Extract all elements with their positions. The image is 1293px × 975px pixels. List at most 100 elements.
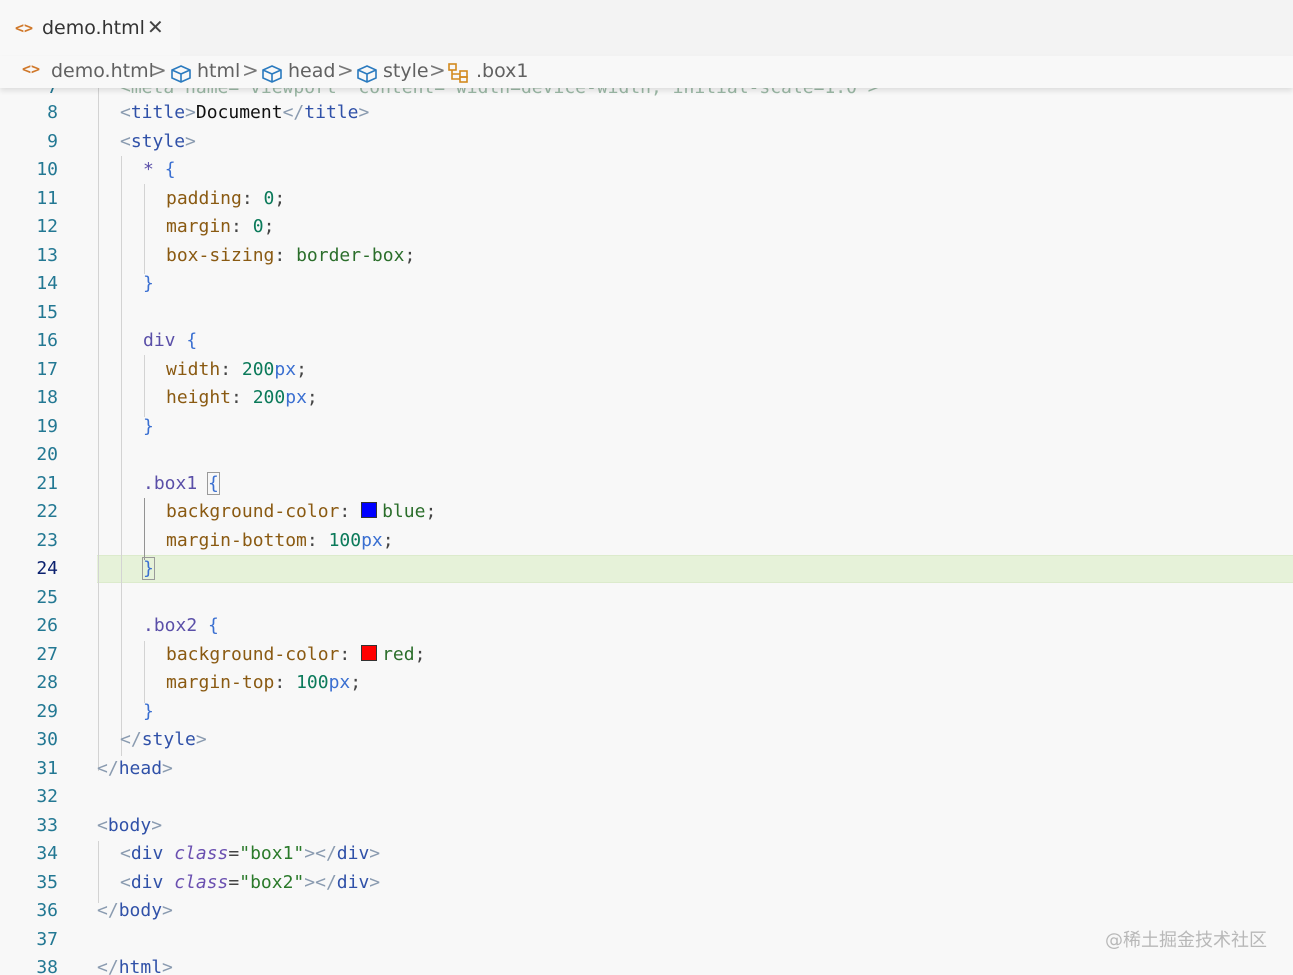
code-text: <div class="box2"></div> (120, 871, 381, 893)
line-number: 23 (36, 529, 58, 551)
line-number: 24 (36, 558, 58, 579)
code-line: 32 (0, 783, 1293, 812)
line-number: 28 (36, 672, 58, 693)
line-number: 17 (36, 358, 58, 380)
html-file-icon: <> (15, 19, 34, 37)
code-line: 33 <body> (0, 812, 1293, 841)
line-number: 38 (36, 957, 58, 975)
code-line: 11 padding: 0; (0, 185, 1293, 214)
watermark: @稀土掘金技术社区 (1105, 930, 1267, 951)
code-line: 36 </body> (0, 897, 1293, 926)
code-editor[interactable]: 7 <meta name="viewport" content="width=d… (0, 88, 1293, 975)
code-line: 38 </html> (0, 954, 1293, 975)
breadcrumb-label: .box1 (476, 60, 529, 82)
css-selector-icon (448, 63, 468, 83)
line-number: 26 (36, 615, 58, 636)
cube-icon (357, 65, 377, 83)
line-number: 8 (47, 102, 58, 123)
code-text: </html> (97, 957, 173, 975)
close-icon[interactable]: ✕ (147, 15, 164, 39)
breadcrumb-label: style (383, 60, 429, 82)
code-text: margin: 0; (166, 216, 275, 237)
html-file-icon: <> (22, 60, 41, 78)
breadcrumb-separator: > (150, 58, 167, 82)
indent-guide (98, 841, 99, 903)
indent-guide (98, 88, 99, 771)
line-number: 35 (36, 871, 58, 893)
code-text: <title>Document</title> (120, 102, 370, 123)
line-number: 30 (36, 729, 58, 750)
code-text: <style> (120, 130, 196, 152)
line-number: 15 (36, 301, 58, 323)
code-line: 14 } (0, 270, 1293, 299)
indent-guide (144, 355, 145, 417)
code-line: 20 (0, 441, 1293, 470)
line-number: 12 (36, 216, 58, 237)
line-number: 27 (36, 643, 58, 665)
line-number: 9 (47, 130, 58, 152)
breadcrumb: <> demo.html > html > head > style > .bo… (0, 56, 1293, 88)
indent-guide (144, 641, 145, 703)
code-text: div { (143, 330, 198, 351)
line-number: 29 (36, 700, 58, 722)
code-text: * { (143, 159, 176, 180)
code-line: 18 height: 200px; (0, 384, 1293, 413)
color-swatch[interactable] (361, 644, 378, 661)
code-line: 26 .box2 { (0, 612, 1293, 641)
tab-demo-html[interactable]: <> demo.html ✕ (0, 0, 180, 56)
code-text: } (143, 415, 154, 437)
code-text: .box2 { (143, 615, 219, 636)
line-number: 25 (36, 586, 58, 608)
cube-icon (171, 65, 191, 83)
color-swatch[interactable] (361, 502, 378, 518)
line-number: 13 (36, 244, 58, 266)
code-line: 25 (0, 584, 1293, 613)
line-number: 20 (36, 444, 58, 465)
code-line: 37 (0, 926, 1293, 955)
line-number: 14 (36, 273, 58, 294)
code-text: margin-top: 100px; (166, 672, 362, 693)
code-line: 15 (0, 299, 1293, 328)
line-number: 7 (0, 88, 58, 102)
line-number: 34 (36, 843, 58, 864)
line-number: 18 (36, 387, 58, 408)
line-number: 32 (36, 786, 58, 807)
code-text: <div class="box1"></div> (120, 843, 381, 864)
code-text: background-color: red; (166, 643, 426, 665)
breadcrumb-label: html (197, 60, 241, 82)
code-line: 8 <title>Document</title> (0, 99, 1293, 128)
code-line: 13 box-sizing: border-box; (0, 242, 1293, 271)
breadcrumb-label: head (288, 60, 336, 82)
code-line-active: 24 } (0, 555, 1293, 584)
indent-guide (121, 156, 122, 756)
code-text: width: 200px; (166, 358, 307, 380)
code-line: 28 margin-top: 100px; (0, 669, 1293, 698)
code-text: <body> (97, 814, 163, 836)
code-line: 9 <style> (0, 128, 1293, 157)
breadcrumb-separator: > (242, 58, 259, 82)
line-number: 36 (36, 900, 58, 921)
code-text: </body> (97, 900, 173, 921)
code-line: 35 <div class="box2"></div> (0, 869, 1293, 898)
code-line: 22 background-color: blue; (0, 498, 1293, 527)
code-line: 12 margin: 0; (0, 213, 1293, 242)
line-number: 19 (36, 415, 58, 437)
line-number: 16 (36, 330, 58, 351)
code-line: 29 } (0, 698, 1293, 727)
code-text: padding: 0; (166, 187, 286, 209)
code-text: margin-bottom: 100px; (166, 529, 394, 551)
code-line: 17 width: 200px; (0, 356, 1293, 385)
tab-bar: <> demo.html ✕ (0, 0, 1293, 56)
code-line: 34 <div class="box1"></div> (0, 840, 1293, 869)
tab-label: demo.html (42, 17, 145, 39)
code-line: 10 * { (0, 156, 1293, 185)
code-line: 31 </head> (0, 755, 1293, 784)
breadcrumb-separator: > (337, 58, 354, 82)
code-text: </head> (97, 757, 173, 779)
code-line: 16 div { (0, 327, 1293, 356)
line-number: 11 (36, 187, 58, 209)
line-number: 10 (36, 159, 58, 180)
line-number: 21 (36, 472, 58, 494)
code-text: .box1 { (143, 471, 220, 495)
code-text: box-sizing: border-box; (166, 244, 416, 266)
